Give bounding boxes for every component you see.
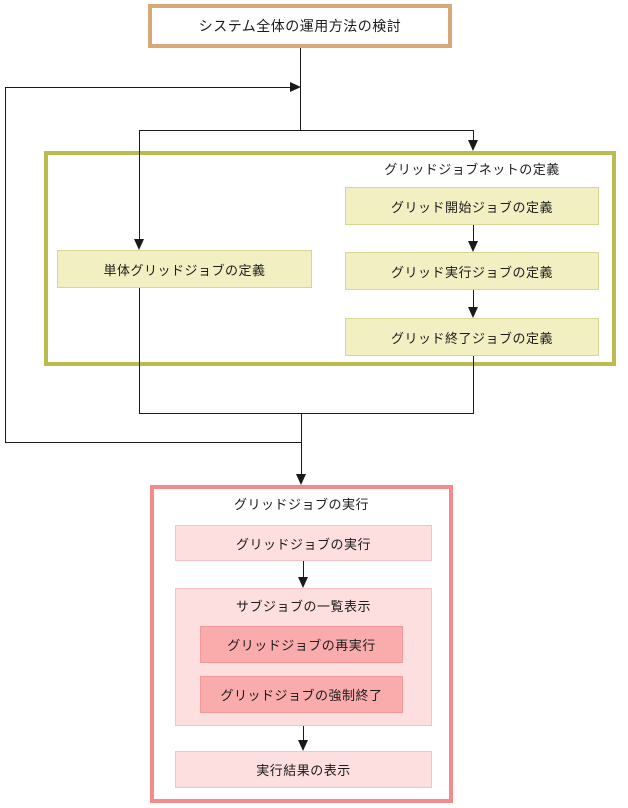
arrowhead-to-definition-group <box>468 140 478 151</box>
arrowhead-run-to-panel <box>298 577 308 588</box>
connector-branch-horizontal <box>139 130 474 131</box>
connector-feedback-left <box>5 87 6 443</box>
node-standalone-grid-job-definition: 単体グリッドジョブの定義 <box>57 250 312 288</box>
connector-to-execution-group <box>301 413 302 474</box>
connector-feedback-top <box>5 87 290 88</box>
definition-group-title: グリッドジョブネットの定義 <box>384 162 560 178</box>
arrowhead-to-execution-group <box>296 474 306 485</box>
arrowhead-to-standalone <box>134 239 144 250</box>
connector-start-to-exec <box>473 225 474 241</box>
node-grid-job-run: グリッドジョブの実行 <box>175 525 432 561</box>
arrowhead-feedback-right <box>290 82 301 92</box>
arrowhead-exec-to-end <box>468 307 478 318</box>
connector-standalone-down <box>139 288 140 413</box>
node-grid-job-force-end: グリッドジョブの強制終了 <box>200 676 403 713</box>
node-grid-end-job-definition: グリッド終了ジョブの定義 <box>345 318 599 356</box>
node-grid-exec-job-definition: グリッド実行ジョブの定義 <box>345 252 599 290</box>
connector-run-to-panel <box>303 561 304 577</box>
connector-to-definition-group <box>473 130 474 140</box>
execution-group-title: グリッドジョブの実行 <box>233 497 369 513</box>
connector-to-standalone <box>139 130 140 239</box>
connector-exec-to-end <box>473 290 474 307</box>
arrowhead-start-to-exec <box>468 241 478 252</box>
connector-join-horizontal <box>139 413 474 414</box>
arrowhead-panel-to-result <box>298 740 308 751</box>
connector-feedback-bottom <box>5 442 302 443</box>
node-system-operation-review: システム全体の運用方法の検討 <box>148 4 452 48</box>
node-grid-start-job-definition: グリッド開始ジョブの定義 <box>345 187 599 225</box>
node-grid-job-rerun: グリッドジョブの再実行 <box>200 626 403 663</box>
connector-panel-to-result <box>303 726 304 740</box>
connector-endjob-down <box>473 356 474 413</box>
node-execution-result-display: 実行結果の表示 <box>175 751 432 788</box>
subjob-panel-title: サブジョブの一覧表示 <box>235 599 371 615</box>
